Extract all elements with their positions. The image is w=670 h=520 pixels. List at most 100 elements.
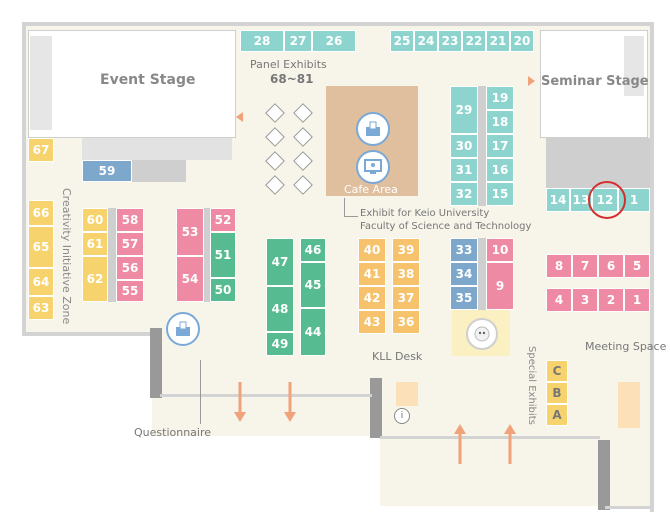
booth-18[interactable]: 18 (486, 110, 514, 134)
booth-46[interactable]: 46 (300, 238, 326, 262)
booth-60[interactable]: 60 (82, 208, 108, 232)
booth-31[interactable]: 31 (450, 158, 478, 182)
wall-segment (82, 138, 232, 160)
booth-8[interactable]: 8 (546, 254, 572, 278)
divider (108, 208, 116, 302)
booth-21[interactable]: 21 (486, 30, 510, 52)
booth-62[interactable]: 62 (82, 256, 108, 302)
booth-63[interactable]: 63 (28, 296, 54, 320)
booth-47[interactable]: 47 (266, 238, 294, 286)
booth-49[interactable]: 49 (266, 332, 294, 356)
wall-top (22, 22, 654, 26)
leader-line (344, 198, 345, 216)
booth-c[interactable]: C (546, 360, 568, 382)
meeting-space (618, 382, 640, 428)
panel-exhibits-range: 68~81 (270, 72, 314, 86)
booth-7[interactable]: 7 (572, 254, 598, 278)
booth-50[interactable]: 50 (210, 278, 236, 302)
info-icon[interactable]: i (394, 408, 410, 424)
booth-17[interactable]: 17 (486, 134, 514, 158)
kll-desk (396, 382, 418, 406)
pillar-left (150, 328, 162, 398)
booth-35[interactable]: 35 (450, 286, 478, 310)
booth-10[interactable]: 10 (486, 238, 514, 262)
booth-48[interactable]: 48 (266, 286, 294, 332)
booth-22[interactable]: 22 (462, 30, 486, 52)
booth-40[interactable]: 40 (358, 238, 386, 262)
booth-26[interactable]: 26 (312, 30, 356, 52)
booth-25[interactable]: 25 (390, 30, 414, 52)
booth-28[interactable]: 28 (240, 30, 284, 52)
booth-41[interactable]: 41 (358, 262, 386, 286)
booth-19[interactable]: 19 (486, 86, 514, 110)
booth-2[interactable]: 2 (598, 288, 624, 312)
booth-45[interactable]: 45 (300, 262, 326, 308)
booth-34[interactable]: 34 (450, 262, 478, 286)
booth-20[interactable]: 20 (510, 30, 534, 52)
booth-15[interactable]: 15 (486, 182, 514, 206)
booth-32[interactable]: 32 (450, 182, 478, 206)
divider (204, 208, 210, 302)
questionnaire-label: Questionnaire (134, 426, 212, 439)
booth-54[interactable]: 54 (176, 256, 204, 302)
booth-16[interactable]: 16 (486, 158, 514, 182)
booth-67[interactable]: 67 (28, 138, 54, 162)
booth-29[interactable]: 29 (450, 86, 478, 134)
booth-a[interactable]: A (546, 404, 568, 426)
booth-52[interactable]: 52 (210, 208, 236, 232)
booth-36[interactable]: 36 (392, 310, 420, 334)
booth-37[interactable]: 37 (392, 286, 420, 310)
wall-bottom-left (22, 332, 152, 336)
booth-24[interactable]: 24 (414, 30, 438, 52)
booth-53[interactable]: 53 (176, 208, 204, 256)
cafe-area-label: Cafe Area (344, 183, 398, 196)
booth-1[interactable]: 1 (624, 288, 650, 312)
wall-bottom-right (605, 506, 654, 509)
arrow-right-icon (528, 76, 535, 86)
booth-33[interactable]: 33 (450, 238, 478, 262)
pillar-right (598, 440, 610, 510)
booth-65[interactable]: 65 (28, 226, 54, 268)
robot-icon (466, 318, 498, 350)
leader-line (344, 216, 358, 217)
booth-39[interactable]: 39 (392, 238, 420, 262)
booth-3[interactable]: 3 (572, 288, 598, 312)
booth-64[interactable]: 64 (28, 268, 54, 296)
booth-38[interactable]: 38 (392, 262, 420, 286)
booth-27[interactable]: 27 (284, 30, 312, 52)
booth-b[interactable]: B (546, 382, 568, 404)
divider (478, 238, 486, 310)
presentation-icon (356, 150, 390, 184)
entrance-arrow-icon (454, 424, 466, 464)
booth-4[interactable]: 4 (546, 288, 572, 312)
wall-segment (546, 138, 650, 188)
booth-66[interactable]: 66 (28, 200, 54, 226)
booth-55[interactable]: 55 (116, 280, 144, 302)
booth-14[interactable]: 14 (546, 188, 570, 212)
booth-43[interactable]: 43 (358, 310, 386, 334)
kll-desk-label: KLL Desk (372, 350, 423, 363)
booth-56[interactable]: 56 (116, 256, 144, 280)
booth-42[interactable]: 42 (358, 286, 386, 310)
booth-51[interactable]: 51 (210, 232, 236, 278)
booth-61[interactable]: 61 (82, 232, 108, 256)
booth-23[interactable]: 23 (438, 30, 462, 52)
wall-lower (160, 394, 372, 397)
booth-57[interactable]: 57 (116, 232, 144, 256)
booth-9[interactable]: 9 (486, 262, 514, 310)
booth-6[interactable]: 6 (598, 254, 624, 278)
booth-44[interactable]: 44 (300, 308, 326, 356)
seminar-stage-platform (624, 36, 644, 96)
divider (478, 86, 486, 206)
entrance-arrow-icon (234, 382, 246, 422)
booth-58[interactable]: 58 (116, 208, 144, 232)
arrow-left-icon (236, 112, 243, 122)
booth-5[interactable]: 5 (624, 254, 650, 278)
event-stage-title: Event Stage (100, 72, 196, 88)
panel-exhibits-label: Panel Exhibits (250, 58, 327, 71)
booth-30[interactable]: 30 (450, 134, 478, 158)
highlight-ring (588, 181, 626, 219)
ballot-box-icon (356, 112, 390, 146)
booth-59[interactable]: 59 (82, 160, 132, 182)
